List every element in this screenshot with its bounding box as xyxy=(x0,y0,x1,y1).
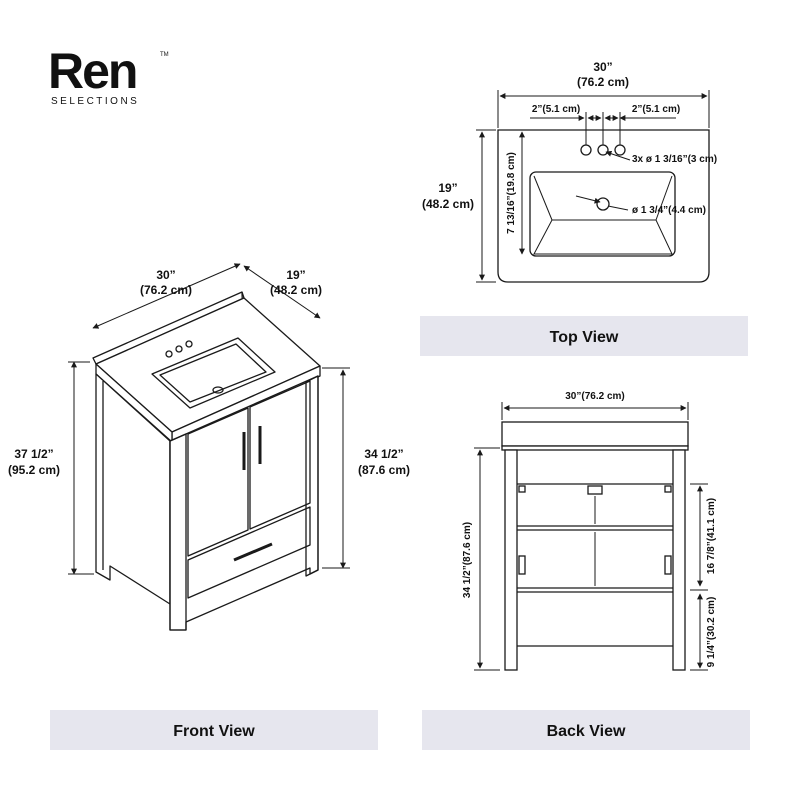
top-drain: ø 1 3/4”(4.4 cm) xyxy=(632,205,706,216)
back-width: 30”(76.2 cm) xyxy=(565,391,624,402)
front-total-height-in: 37 1/2” xyxy=(14,447,53,461)
front-total-height-cm: (95.2 cm) xyxy=(8,463,60,477)
front-view-label: Front View xyxy=(173,723,255,740)
front-counter-height-cm: (87.6 cm) xyxy=(358,463,410,477)
front-view-label-bar: Front View xyxy=(50,710,378,750)
back-view-label: Back View xyxy=(547,723,626,740)
front-depth-in: 19” xyxy=(286,268,305,282)
top-spacing-right: 2”(5.1 cm) xyxy=(632,104,680,115)
front-counter-height-in: 34 1/2” xyxy=(364,447,403,461)
brand-trademark: TM xyxy=(160,52,169,58)
back-view-drawing xyxy=(501,421,689,671)
brand-name: Ren xyxy=(48,43,136,99)
front-view-drawing xyxy=(92,291,321,631)
brand-tagline: SELECTIONS xyxy=(51,96,139,107)
top-basin-depth: 7 13/16”(19.8 cm) xyxy=(506,152,517,234)
front-depth-cm: (48.2 cm) xyxy=(270,283,322,297)
top-depth-in: 19” xyxy=(438,181,457,195)
top-width-in: 30” xyxy=(593,60,612,74)
back-view-label-bar: Back View xyxy=(422,710,750,750)
back-upper-opening: 16 7/8”(41.1 cm) xyxy=(706,498,717,574)
front-view-dimensions xyxy=(68,263,350,575)
back-view-dimensions xyxy=(474,402,708,671)
top-view-dimensions xyxy=(476,90,710,283)
back-view-dimension-labels: 30”(76.2 cm) 34 1/2”(87.6 cm) 16 7/8”(41… xyxy=(462,391,717,667)
top-view-dimension-labels: 30” (76.2 cm) 2”(5.1 cm) 2”(5.1 cm) 3x ø… xyxy=(422,60,717,234)
top-view-label-bar: Top View xyxy=(420,316,748,356)
back-height: 34 1/2”(87.6 cm) xyxy=(462,522,473,598)
top-view-label: Top View xyxy=(550,329,619,346)
top-view-drawing xyxy=(497,129,710,283)
brand-logo: Ren TM SELECTIONS xyxy=(48,43,169,107)
back-lower-opening: 9 1/4”(30.2 cm) xyxy=(706,597,717,668)
front-view-dimension-labels: 30” (76.2 cm) 19” (48.2 cm) 37 1/2” (95.… xyxy=(8,268,410,477)
top-faucet-holes: 3x ø 1 3/16”(3 cm) xyxy=(632,154,717,165)
front-width-in: 30” xyxy=(156,268,175,282)
top-width-cm: (76.2 cm) xyxy=(577,75,629,89)
front-width-cm: (76.2 cm) xyxy=(140,283,192,297)
top-spacing-left: 2”(5.1 cm) xyxy=(532,104,580,115)
top-depth-cm: (48.2 cm) xyxy=(422,197,474,211)
